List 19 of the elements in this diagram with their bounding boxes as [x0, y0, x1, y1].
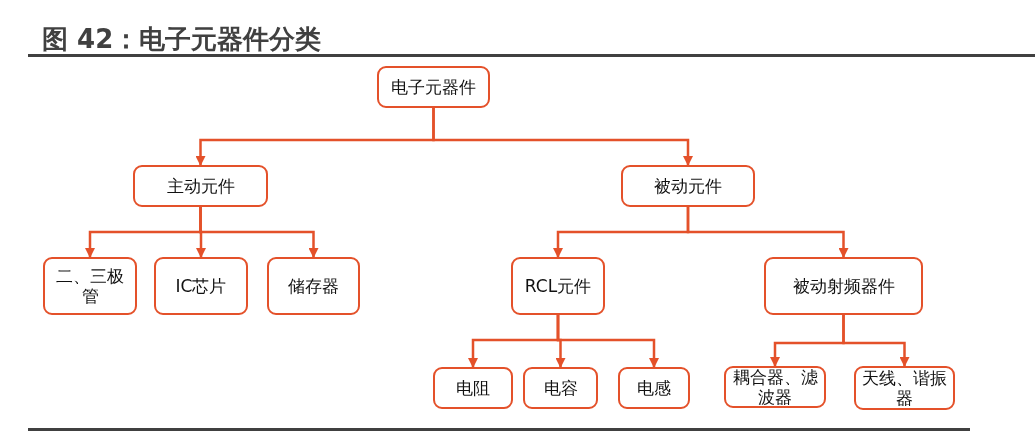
arrow: [686, 207, 849, 258]
category-box: 电阻: [433, 367, 513, 409]
category-box: 电感: [618, 367, 690, 409]
category-box: 耦合器、滤波器: [724, 366, 826, 408]
category-box: IC芯片: [154, 257, 248, 315]
arrow: [432, 108, 693, 166]
category-box: 被动射频器件: [764, 257, 923, 315]
category-box: 被动元件: [621, 165, 755, 207]
arrow: [556, 315, 659, 368]
title: 图 42：电子元器件分类: [42, 23, 322, 56]
category-box: 电子元器件: [377, 66, 490, 108]
category-box: 二、三极管: [43, 257, 137, 315]
category-box: 储存器: [267, 257, 360, 315]
category-box: 电容: [523, 367, 598, 409]
arrow: [199, 207, 319, 258]
category-box: 天线、谐振器: [854, 366, 955, 410]
category-box: 主动元件: [133, 165, 268, 207]
category-box: RCL元件: [511, 257, 605, 315]
arrow: [842, 315, 910, 367]
